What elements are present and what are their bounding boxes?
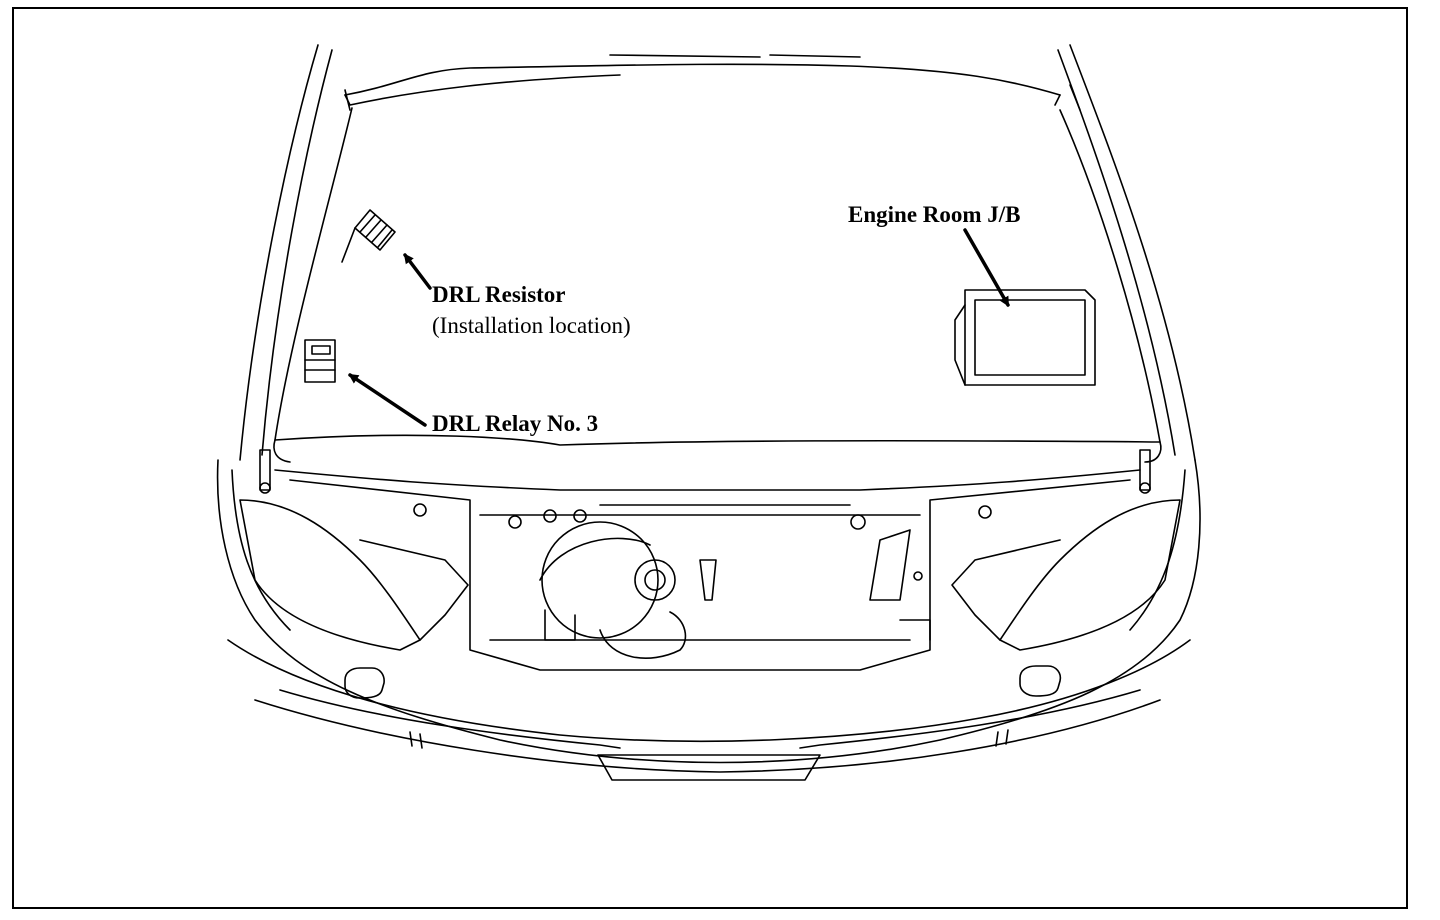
diagram-frame	[12, 7, 1408, 909]
drl-resistor-component	[341, 209, 396, 263]
callout-labels: DRL Resistor (Installation location) DRL…	[432, 202, 1021, 436]
engine-room-jb-arrow	[963, 228, 1010, 307]
drl-relay-component	[304, 339, 336, 383]
callout-arrows	[348, 228, 1010, 427]
hood-struts	[259, 449, 1151, 494]
drl-resistor-arrow	[403, 253, 432, 290]
headlights	[239, 499, 1181, 651]
engine-bay-components	[274, 469, 1141, 671]
hood-outline	[239, 44, 1196, 463]
drl-resistor-note-label: (Installation location)	[432, 313, 631, 338]
drl-relay-label: DRL Relay No. 3	[432, 411, 598, 436]
drl-resistor-label: DRL Resistor	[432, 282, 566, 307]
drl-relay-arrow	[348, 373, 427, 427]
engine-room-jb-component	[954, 289, 1096, 386]
engine-room-jb-label: Engine Room J/B	[848, 202, 1021, 227]
car-front-body	[216, 459, 1201, 781]
